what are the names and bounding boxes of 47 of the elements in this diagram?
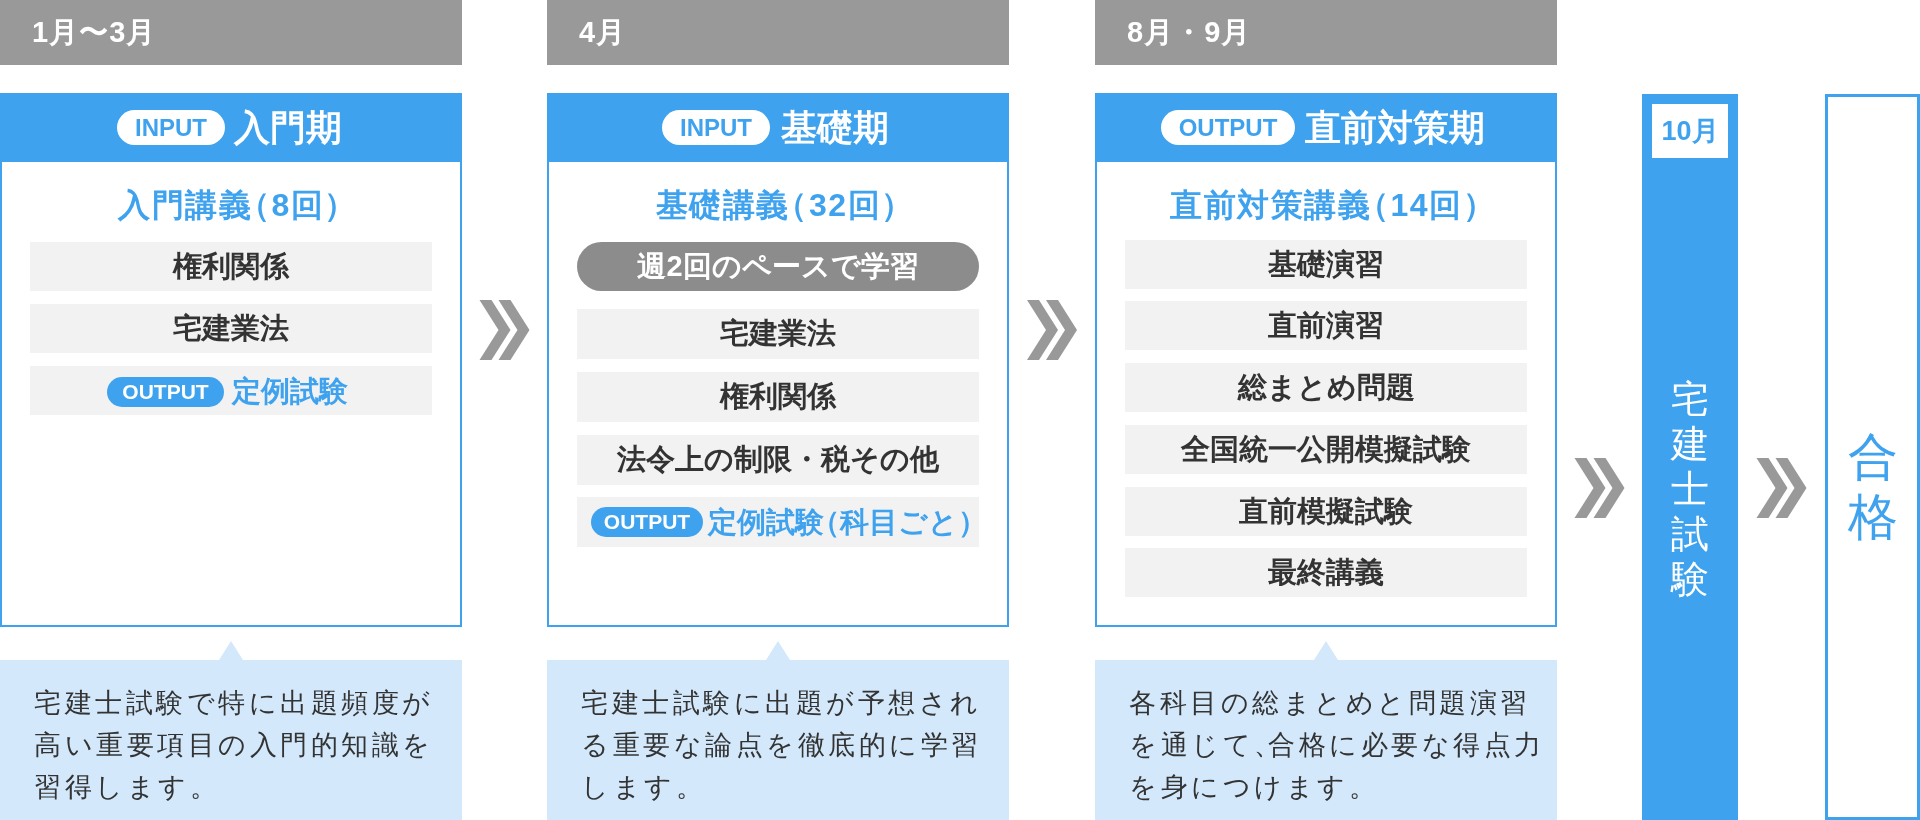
phase-panel (1095, 93, 1557, 627)
phase-title: 基礎期 (781, 105, 889, 150)
phase-header (0, 93, 462, 162)
course-title: 入門講義（8回） (118, 185, 344, 225)
topic-row: 直前演習 (1125, 301, 1527, 350)
phase-panel (547, 93, 1009, 627)
phase-title: 入門期 (234, 105, 342, 150)
phase-panel (0, 93, 462, 627)
chevron-arrow (1756, 458, 1807, 518)
course-title: 直前対策講義（14回） (1170, 185, 1482, 225)
description-callout: 宅建士試験で特に出題頻度が高い重要項目の入門的知識を習得します。 (0, 641, 462, 820)
topic-row (30, 366, 432, 415)
phase-header (547, 93, 1009, 162)
category-tag: OUTPUT (1161, 110, 1295, 145)
topic-row: 権利関係 (577, 372, 979, 422)
topic-row: 全国統一公開模擬試験 (1125, 425, 1527, 474)
category-tag: OUTPUT (591, 507, 703, 537)
description-callout: 各科目の総まとめと問題演習を通じて、合格に必要な得点力を身につけます。 (1095, 641, 1557, 820)
description-callout: 宅建士試験に出題が予想される重要な論点を徹底的に学習します。 (547, 641, 1009, 820)
topic-row: 最終講義 (1125, 548, 1527, 597)
month-band: 4月 (547, 0, 1009, 65)
month-band: 8月・9月 (1095, 0, 1557, 65)
chevron-arrow (479, 300, 530, 360)
category-tag: INPUT (662, 110, 770, 145)
chevron-arrow (1574, 458, 1625, 518)
topic-row: 法令上の制限・税その他 (577, 435, 979, 485)
phase-title: 直前対策期 (1305, 105, 1485, 150)
row-title: 定例試験 (232, 373, 348, 408)
phase-header (1095, 93, 1557, 162)
topic-row (577, 497, 979, 547)
category-tag: INPUT (117, 110, 225, 145)
chevron-arrow (1027, 300, 1077, 360)
exam-title: 宅建士試験 (1670, 376, 1710, 602)
result-box: 合格 (1825, 94, 1920, 820)
category-tag: OUTPUT (107, 377, 224, 407)
course-title: 基礎講義（32回） (655, 185, 901, 225)
pace-pill: 週2回のペースで学習 (577, 242, 979, 291)
topic-row: 宅建業法 (577, 309, 979, 359)
topic-row: 直前模擬試験 (1125, 487, 1527, 536)
topic-row: 権利関係 (30, 242, 432, 291)
topic-row: 総まとめ問題 (1125, 363, 1527, 412)
month-tag: 10月 (1652, 104, 1728, 158)
month-band: 1月〜3月 (0, 0, 462, 65)
topic-row: 基礎演習 (1125, 240, 1527, 289)
row-title: 定例試験（科目ごと） (708, 504, 974, 540)
topic-row: 宅建業法 (30, 304, 432, 353)
exam-bar (1642, 94, 1738, 820)
